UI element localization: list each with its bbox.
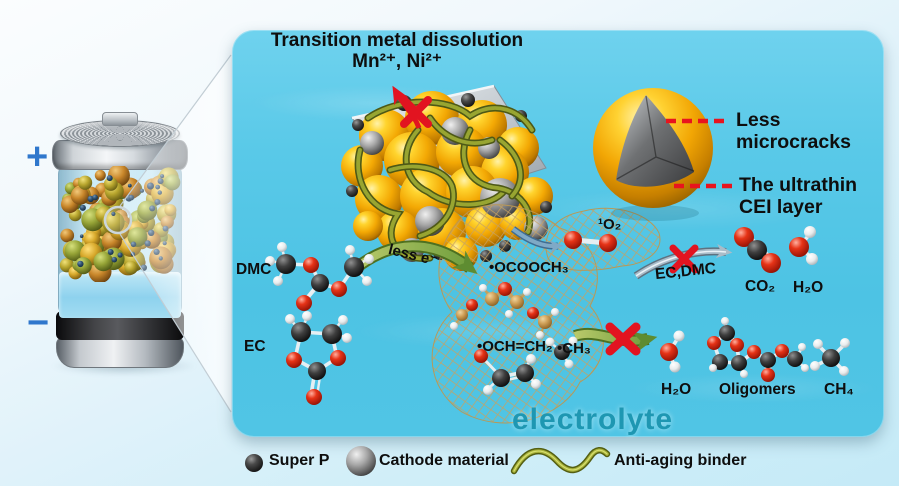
legend-label-super-p: Super P	[269, 452, 330, 469]
callout-microcracks-line2: microcracks	[736, 131, 851, 153]
battery-cathode-particles	[59, 166, 181, 282]
panel-title-line1: Transition metal dissolution	[270, 30, 524, 51]
battery-terminal-button	[102, 112, 138, 126]
solvent-label-ec: EC	[244, 338, 266, 355]
product-h2o-top-label: H₂O	[793, 279, 824, 296]
super-p-sphere-icon	[245, 454, 263, 472]
electrolyte-label: electrolyte	[512, 403, 674, 436]
radical-ch3-label: •CH₃	[557, 340, 591, 357]
battery-minus-terminal: −	[27, 302, 50, 344]
callout-microcracks-line1: Less	[736, 109, 781, 131]
mechanism-panel	[232, 30, 884, 437]
radical-och-ch2-label: •OCH=CH₂	[477, 338, 553, 355]
battery-base-cap	[56, 336, 184, 368]
product-h2o-bottom-label: H₂O	[661, 381, 692, 398]
product-oligomers-label: Oligomers	[719, 381, 796, 398]
radical-singlet-o2-label: ¹O₂	[598, 216, 622, 233]
battery-plus-terminal: +	[26, 136, 49, 178]
battery-illustration	[50, 112, 198, 376]
callout-cei-line2: CEI layer	[739, 196, 823, 218]
product-co2-label: CO₂	[745, 278, 776, 295]
legend-label-cathode-material: Cathode material	[379, 452, 509, 469]
callout-cei-line1: The ultrathin	[739, 174, 858, 196]
solvent-label-dmc: DMC	[236, 261, 272, 278]
anti-aging-binder-wave-icon	[510, 447, 611, 475]
legend-label-anti-aging-binder: Anti-aging binder	[614, 452, 747, 469]
product-ch4-label: CH₄	[824, 381, 854, 398]
radical-ocooch3-label: •OCOOCH₃	[489, 259, 569, 276]
cathode-material-sphere-icon	[346, 446, 376, 476]
panel-title-line2: Mn²⁺, Ni²⁺	[352, 51, 442, 72]
